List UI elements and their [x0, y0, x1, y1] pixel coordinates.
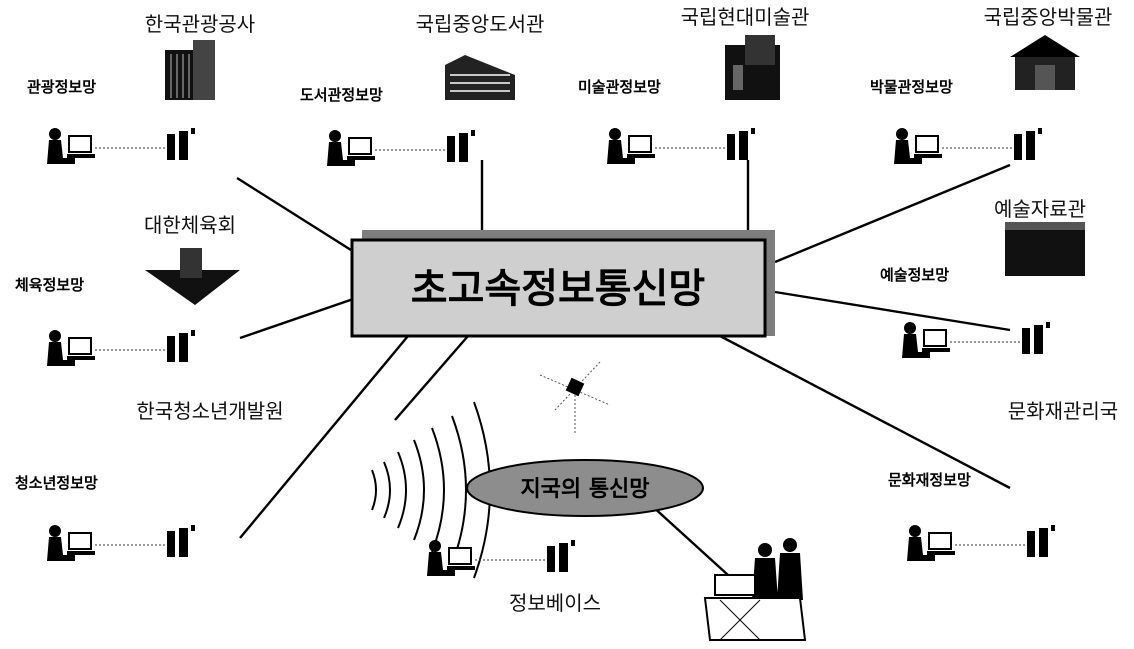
institution-name: 국립현대미술관 — [681, 5, 810, 29]
wireless-label: 지국의 통신망 — [520, 477, 649, 502]
workstation-icon — [326, 129, 476, 167]
building-icon — [164, 39, 216, 101]
workstation-icon — [893, 127, 1043, 165]
institution-name: 문화재관리국 — [1008, 399, 1118, 423]
building-icon — [1005, 222, 1085, 276]
network-label: 관광정보망 — [27, 78, 96, 96]
workstation-icon — [46, 329, 196, 367]
link-tourism — [236, 176, 371, 264]
link-museum — [774, 163, 1011, 264]
radio-waves-icon — [371, 401, 491, 579]
node-tourism: 한국관광공사 관광정보망 — [27, 12, 255, 165]
link-youth — [239, 335, 409, 539]
node-art: 국립현대미술관 미술관정보망 — [578, 5, 810, 165]
institution-name: 한국청소년개발원 — [136, 399, 283, 423]
link-sports — [239, 294, 363, 340]
node-museum: 국립중앙박물관 박물관정보망 — [870, 5, 1113, 165]
network-label: 문화재정보망 — [888, 471, 971, 489]
satellite-icon — [539, 361, 611, 435]
building-icon — [1010, 35, 1080, 90]
institution-name: 국립중앙도서관 — [416, 12, 545, 36]
link-arts — [774, 290, 1011, 332]
institution-name: 대한체육회 — [144, 213, 236, 237]
building-icon — [145, 248, 240, 305]
hub-box: 초고속정보통신망 — [350, 230, 775, 338]
node-heritage: 문화재관리국 문화재정보망 — [888, 399, 1118, 562]
link-heritage — [719, 334, 1011, 490]
institution-name: 국립중앙박물관 — [984, 5, 1113, 29]
workstation-icon — [901, 321, 1051, 359]
workstation-icon — [426, 539, 576, 577]
node-arts: 예술자료관 예술정보망 — [880, 197, 1086, 359]
node-sports: 대한체육회 체육정보망 — [15, 213, 240, 367]
workstation-icon — [606, 127, 756, 165]
network-label: 박물관정보망 — [870, 78, 953, 96]
node-database: 정보베이스 — [426, 539, 601, 615]
hub-label: 초고속정보통신망 — [411, 266, 706, 312]
network-label: 미술관정보망 — [578, 78, 661, 96]
user-group-icon — [703, 538, 807, 641]
link-wireless — [394, 335, 469, 421]
network-label: 체육정보망 — [15, 276, 84, 294]
building-icon — [444, 54, 516, 101]
institution-name: 한국관광공사 — [145, 12, 255, 36]
network-label: 청소년정보망 — [15, 474, 98, 492]
workstation-icon — [46, 127, 196, 165]
building-icon — [725, 35, 780, 100]
wireless-network: 지국의 통신망 — [466, 459, 704, 517]
database-label: 정보베이스 — [509, 591, 601, 615]
node-library: 국립중앙도서관 도서관정보망 — [300, 12, 545, 167]
workstation-icon — [906, 524, 1056, 562]
node-youth: 한국청소년개발원 청소년정보망 — [15, 399, 284, 562]
workstation-icon — [46, 524, 196, 562]
institution-name: 예술자료관 — [994, 197, 1086, 221]
hub-links — [236, 160, 1011, 596]
network-label: 예술정보망 — [880, 266, 949, 284]
network-label: 도서관정보망 — [300, 86, 383, 104]
